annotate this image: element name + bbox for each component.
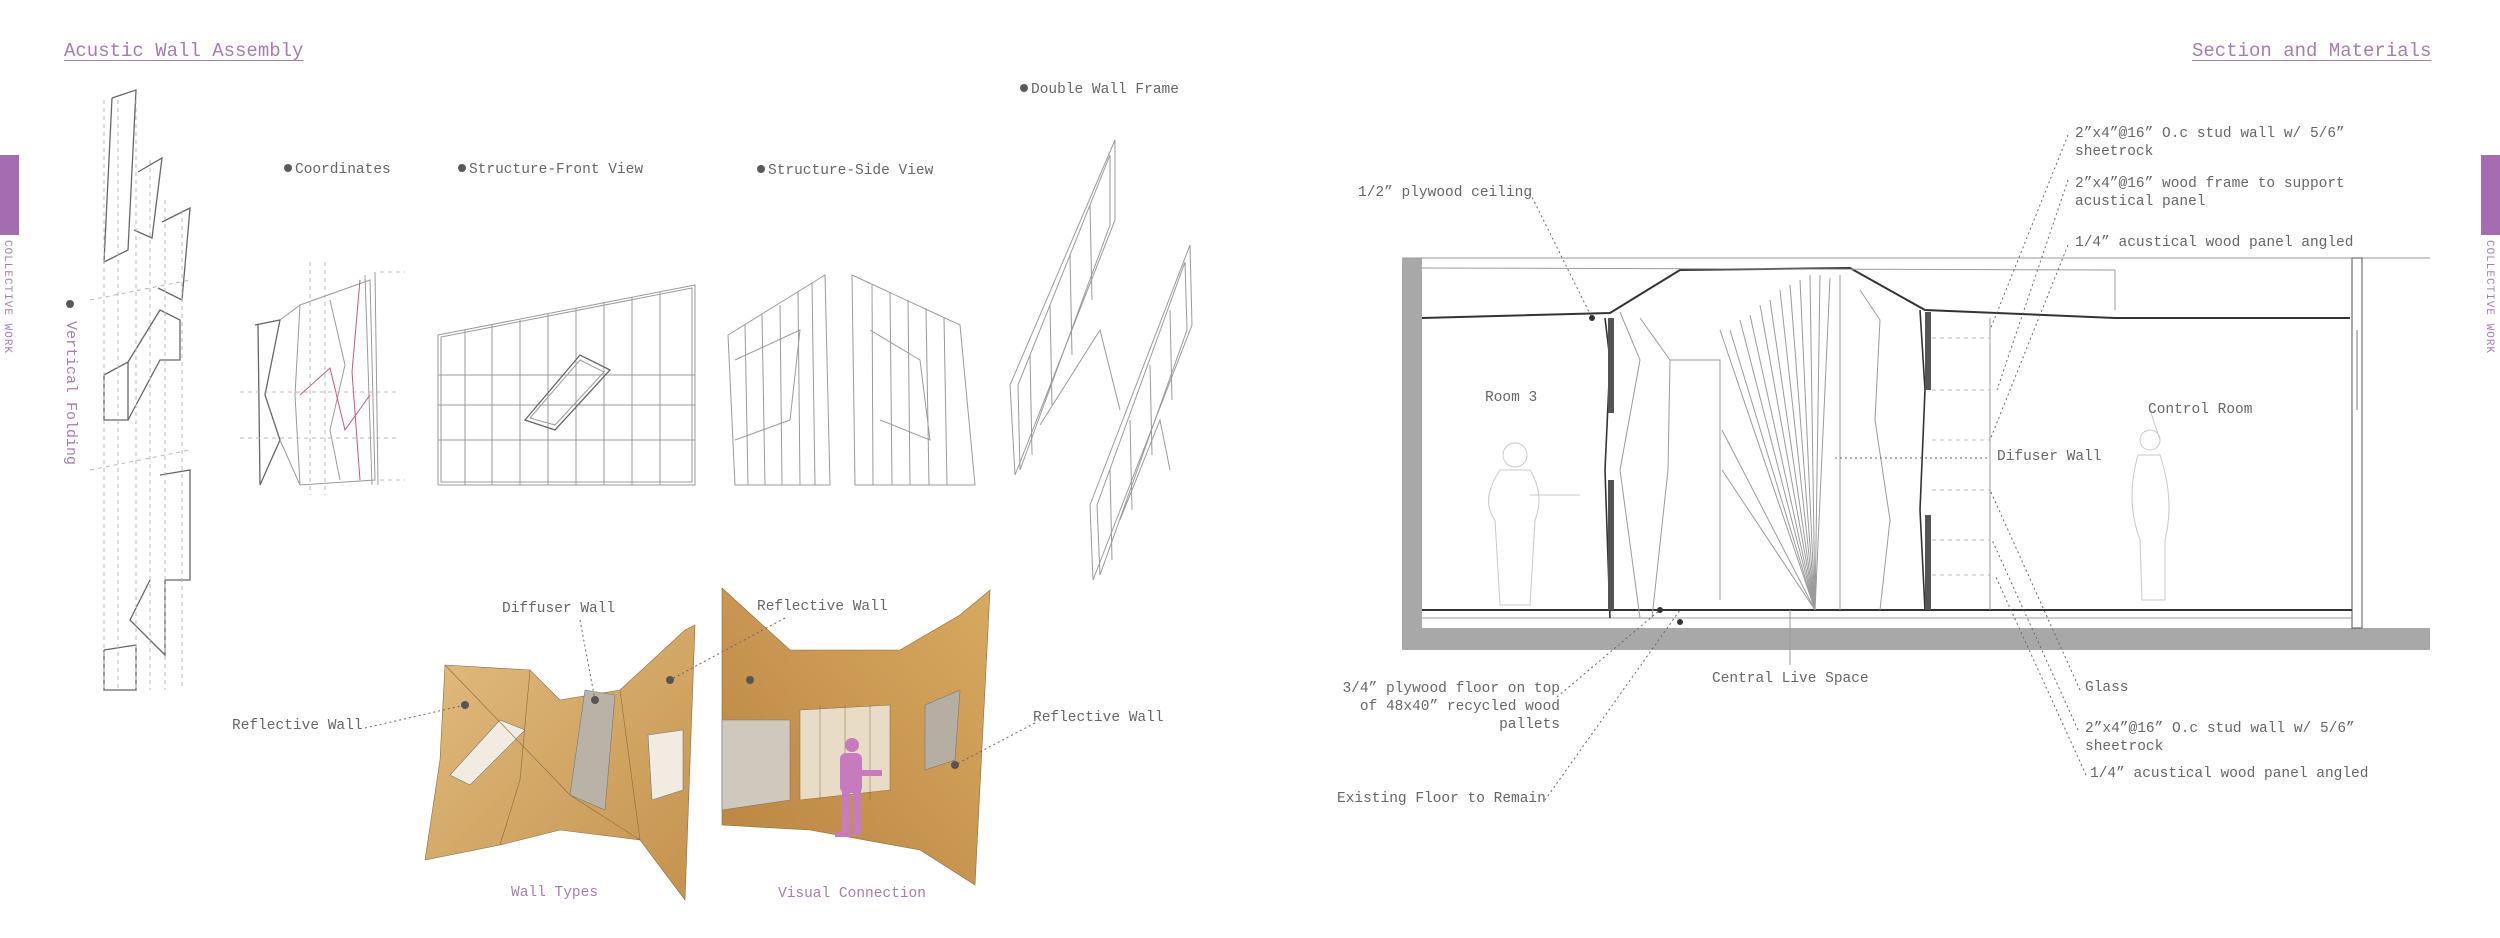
- glass-label: Glass: [2085, 680, 2129, 696]
- reflective-wall-left-label: Reflective Wall: [232, 718, 363, 734]
- stud-wall-bottom-label: 2”x4”@16” O.c stud wall w/ 5/6” sheetroc…: [2085, 721, 2355, 755]
- visual-connection-render: [721, 587, 991, 886]
- double-wall-frame-drawing: [1009, 139, 1193, 581]
- left-title: Acustic Wall Assembly: [64, 40, 304, 62]
- bullet-icon: [66, 300, 74, 308]
- stud-wall-top-label: 2”x4”@16” O.c stud wall w/ 5/6” sheetroc…: [2075, 126, 2345, 160]
- side-tab-right: [2481, 155, 2500, 235]
- side-tab-right-label: COLLECTIVE WORK: [2483, 240, 2495, 355]
- side-tab-left: [0, 155, 19, 235]
- wood-frame-label: 2”x4”@16” wood frame to support acustica…: [2075, 176, 2345, 210]
- existing-floor-label: Existing Floor to Remain: [1337, 791, 1546, 807]
- structure-side-view-drawing: [727, 274, 976, 486]
- coordinates-diagram: [240, 262, 405, 495]
- control-room-label: Control Room: [2148, 402, 2253, 418]
- wall-types-render: [424, 624, 696, 901]
- right-title: Section and Materials: [2192, 40, 2432, 62]
- central-live-space-label: Central Live Space: [1712, 671, 1869, 687]
- wall-types-caption: Wall Types: [511, 885, 599, 901]
- diffuser-wall-label: Diffuser Wall: [502, 601, 616, 617]
- person-silhouette-icon: [835, 738, 882, 837]
- plywood-floor-label: 3/4” plywood floor on top of 48x40” recy…: [1342, 681, 1560, 733]
- difuser-wall-label: Difuser Wall: [1997, 449, 2102, 465]
- visual-connection-caption: Visual Connection: [778, 886, 926, 902]
- double-frame-label: Double Wall Frame: [1020, 82, 1179, 98]
- front-view-label: Structure-Front View: [458, 162, 643, 178]
- panel-bottom-label: 1/4” acustical wood panel angled: [2090, 766, 2369, 782]
- plywood-ceiling-label: 1/2” plywood ceiling: [1358, 185, 1533, 201]
- reflective-wall-top-label: Reflective Wall: [757, 599, 888, 615]
- room3-label: Room 3: [1485, 390, 1538, 406]
- panel-top-label: 1/4” acustical wood panel angled: [2075, 235, 2354, 251]
- side-view-label: Structure-Side View: [757, 163, 933, 179]
- side-tab-left-label: COLLECTIVE WORK: [1, 240, 13, 355]
- section-drawing: [1402, 257, 2430, 665]
- vertical-folding-diagram: [89, 89, 191, 691]
- coordinates-label: Coordinates: [284, 162, 391, 178]
- structure-front-view-drawing: [437, 284, 696, 486]
- vertical-folding-label: Vertical Folding: [62, 300, 79, 465]
- reflective-wall-right-label: Reflective Wall: [1033, 710, 1164, 726]
